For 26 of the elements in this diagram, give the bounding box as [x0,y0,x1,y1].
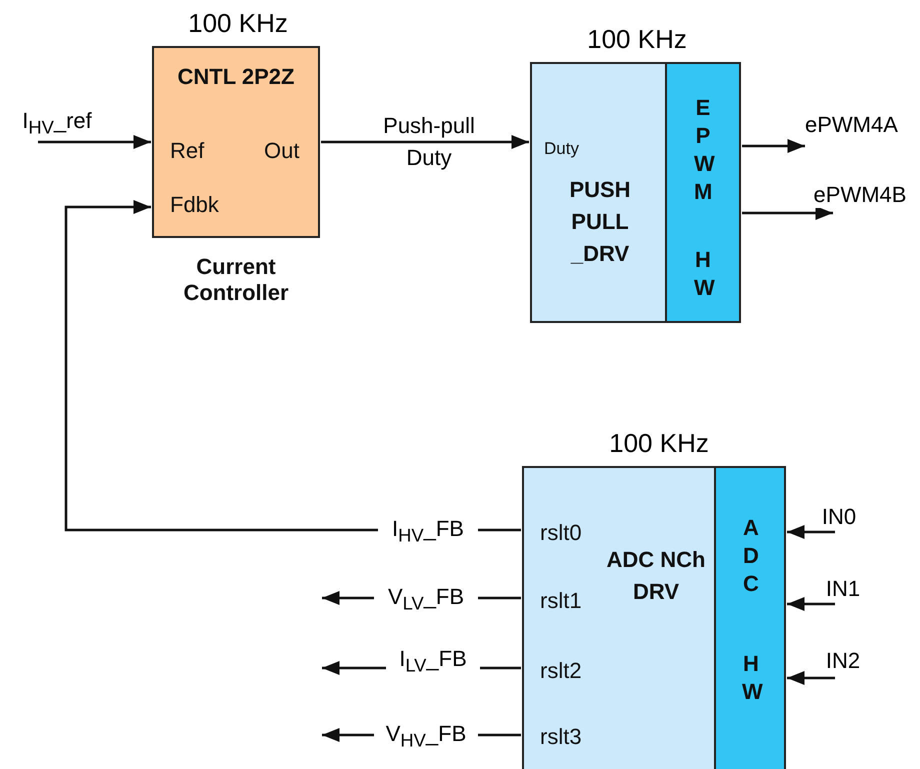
block-title: ADC NCh DRV [606,546,706,606]
arrow [742,139,805,153]
arrow [787,597,835,611]
arrow [38,135,151,149]
block-caption: Current Controller [182,254,290,306]
block-title: ADC [742,514,760,598]
arrow [742,206,833,220]
block-title: CNTL 2P2Z [176,64,296,90]
hardware-block [714,466,786,769]
port-label: Fdbk [170,192,220,218]
port-label: rslt3 [540,724,583,750]
port-label: rslt0 [540,520,583,546]
signal-label: Push-pull Duty [382,112,476,172]
port-label: Ref [170,138,206,164]
hardware-block [665,62,741,323]
frequency-label: 100 KHz [586,24,688,55]
port-label: rslt2 [540,658,583,684]
port-label: Out [264,138,300,164]
block-title: PUSH PULL _DRV [568,176,632,268]
arrow [787,671,835,685]
arrow [321,135,529,149]
frequency-label: 100 KHz [608,428,710,459]
arrow [787,525,835,539]
port-label: Duty [544,138,580,160]
port-label: rslt1 [540,588,583,614]
frequency-label: 100 KHz [187,8,289,39]
